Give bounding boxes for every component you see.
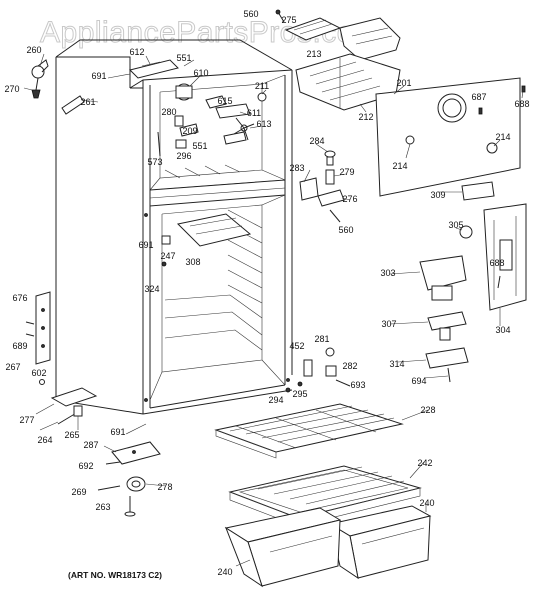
refrigerator-cabinet: [55, 39, 293, 415]
glass-and-wire-shelves: [214, 403, 422, 527]
callout-613: 613: [256, 119, 271, 129]
callout-296: 296: [176, 151, 191, 161]
callout-260: 260: [26, 45, 41, 55]
evaporator-cover-parts: [284, 17, 401, 111]
callout-264: 264: [37, 435, 52, 445]
callout-287: 287: [83, 440, 98, 450]
callout-284: 284: [309, 136, 324, 146]
callout-240: 240: [217, 567, 232, 577]
callout-602: 602: [31, 368, 46, 378]
callout-309: 309: [430, 190, 445, 200]
callout-281: 281: [314, 334, 329, 344]
callout-279: 279: [339, 167, 354, 177]
callout-242: 242: [417, 458, 432, 468]
callout-276: 276: [342, 194, 357, 204]
callout-261: 261: [80, 97, 95, 107]
callout-693: 693: [350, 380, 365, 390]
callout-280: 280: [161, 107, 176, 117]
callout-212: 212: [358, 112, 373, 122]
callout-267: 267: [5, 362, 20, 372]
callout-573: 573: [147, 157, 162, 167]
callout-307: 307: [381, 319, 396, 329]
callout-277: 277: [19, 415, 34, 425]
callout-275: 275: [281, 15, 296, 25]
callout-209: 209: [182, 126, 197, 136]
callout-691: 691: [138, 240, 153, 250]
callout-247: 247: [160, 251, 175, 261]
freezer-shelf: [161, 213, 252, 267]
callout-283: 283: [289, 163, 304, 173]
callout-295: 295: [292, 389, 307, 399]
callout-687: 687: [471, 92, 486, 102]
callout-694: 694: [411, 376, 426, 386]
control-parts: [285, 150, 527, 393]
callout-214: 214: [495, 132, 510, 142]
callout-560: 560: [243, 9, 258, 19]
callout-308: 308: [185, 257, 200, 267]
callout-211: 211: [255, 81, 269, 91]
callout-324: 324: [144, 284, 159, 294]
rear-panel: [375, 77, 526, 197]
callout-688: 688: [489, 258, 504, 268]
callout-270: 270: [4, 84, 19, 94]
leader-lines: [23, 53, 524, 567]
callout-278: 278: [157, 482, 172, 492]
callout-213: 213: [306, 49, 321, 59]
callout-551: 551: [192, 141, 207, 151]
callout-452: 452: [289, 341, 304, 351]
callout-676: 676: [12, 293, 27, 303]
callout-560: 560: [338, 225, 353, 235]
callout-282: 282: [342, 361, 357, 371]
callout-228: 228: [420, 405, 435, 415]
callout-labels: 560 275 213 260 612 551 691 610 270 211 261 615 280 6…: [4, 9, 529, 577]
crisper-drawers: [224, 505, 432, 588]
callout-688: 688: [514, 99, 529, 109]
callout-314: 314: [389, 359, 404, 369]
callout-691: 691: [91, 71, 106, 81]
callout-304: 304: [495, 325, 510, 335]
callout-305: 305: [448, 220, 463, 230]
callout-294: 294: [268, 395, 283, 405]
callout-615: 615: [217, 96, 232, 106]
callout-610: 610: [193, 68, 208, 78]
callout-269: 269: [71, 487, 86, 497]
callout-214: 214: [392, 161, 407, 171]
art-number-caption: (ART NO. WR18173 C2): [68, 570, 162, 580]
callout-692: 692: [78, 461, 93, 471]
callout-612: 612: [129, 47, 144, 57]
callout-551: 551: [176, 53, 191, 63]
callout-240: 240: [419, 498, 434, 508]
callout-201: 201: [396, 78, 411, 88]
callout-263: 263: [95, 502, 110, 512]
callout-303: 303: [380, 268, 395, 278]
top-cabinet-parts: [31, 9, 285, 157]
lower-hinge-parts: [25, 291, 161, 517]
callout-265: 265: [64, 430, 79, 440]
callout-691: 691: [110, 427, 125, 437]
callout-689: 689: [12, 341, 27, 351]
callout-611: 611: [247, 108, 261, 118]
